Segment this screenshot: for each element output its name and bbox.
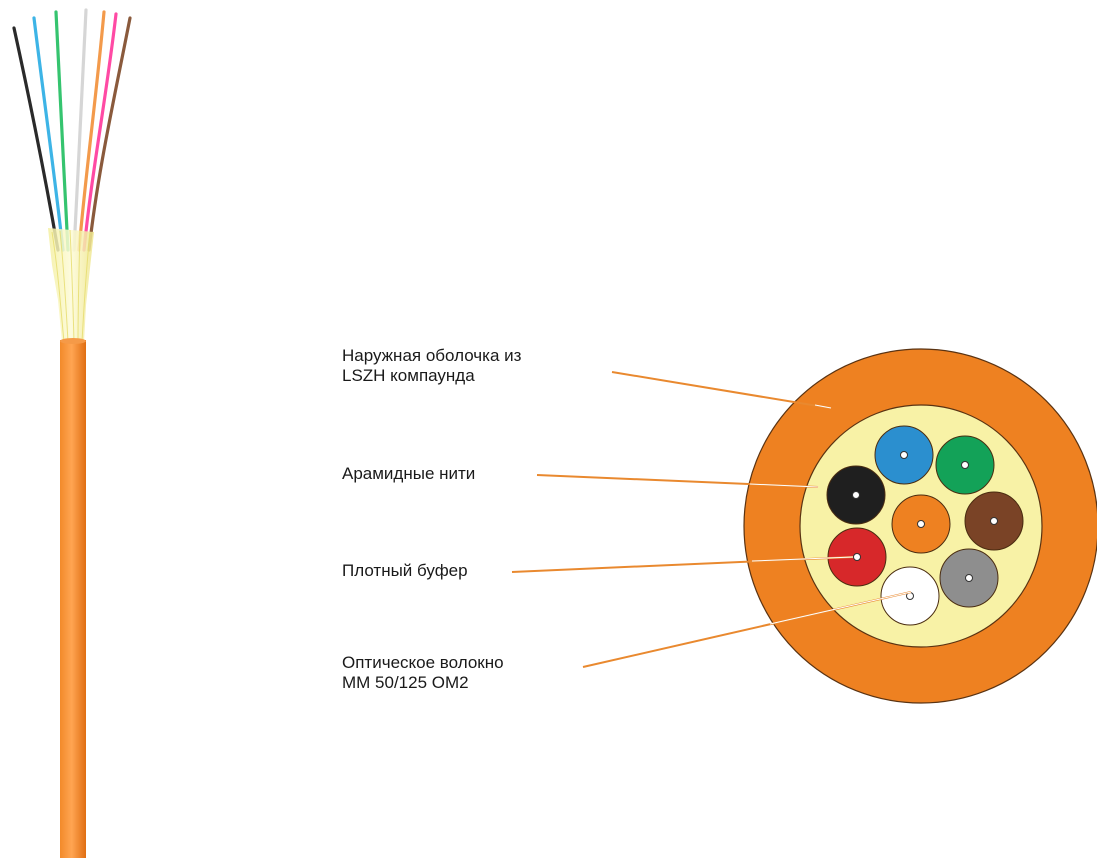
- fiber-strand-1: [12, 26, 60, 252]
- fiber-core-5: [990, 517, 998, 525]
- label-aramid-yarn: Арамидные нити: [342, 464, 476, 483]
- aramid-yarn-threads: [51, 229, 91, 343]
- fiber-strand-3: [54, 10, 70, 252]
- fiber-strands: [12, 8, 132, 252]
- fiber-strand-5: [77, 10, 106, 252]
- label-optical-fiber: Оптическое волокно MM 50/125 OM2: [342, 653, 504, 692]
- aramid-yarn-bundle: [48, 228, 94, 342]
- cable-jacket-side-view: [60, 340, 86, 858]
- fiber-strand-6: [82, 12, 118, 252]
- fiber-core-6: [853, 553, 861, 561]
- fiber-group: [826, 425, 1024, 626]
- fiber-core-3: [852, 491, 860, 499]
- fiber-strand-2: [32, 16, 65, 252]
- fiber-core-7: [965, 574, 973, 582]
- fiber-strand-4: [72, 8, 88, 252]
- leader-line-aramid-tip: [749, 483, 819, 488]
- leader-line-jacket-tip: [814, 404, 832, 409]
- leader-line-jacket: [611, 371, 831, 409]
- label-outer-jacket: Наружная оболочка из LSZH компаунда: [342, 346, 522, 385]
- fiber-core-4: [917, 520, 925, 528]
- fiber-core-2: [961, 461, 969, 469]
- leader-line-buffer-tip: [751, 556, 854, 562]
- leader-line-fiber-tip: [769, 591, 912, 625]
- fiber-strand-7: [87, 16, 132, 252]
- cable-jacket-cut-end: [60, 338, 86, 344]
- fiber-core-1: [900, 451, 908, 459]
- label-tight-buffer: Плотный буфер: [342, 561, 468, 580]
